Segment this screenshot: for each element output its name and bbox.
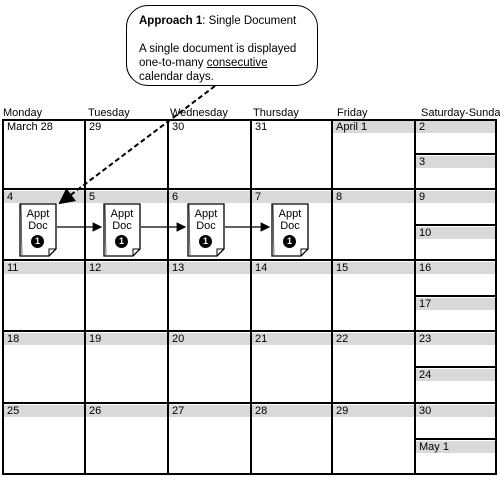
grid-column-divider (84, 119, 86, 475)
date-label: April 1 (333, 121, 414, 133)
document-label-line2: Doc (28, 220, 48, 232)
callout-line-2: one-to-many consecutive (139, 56, 307, 70)
day-header-weekend: Saturday-Sunday (421, 107, 500, 119)
date-label: 25 (4, 405, 84, 417)
date-label-saturday: 16 (416, 262, 495, 274)
grid-column-divider (331, 119, 333, 475)
callout-pointer-arrow (58, 85, 216, 205)
document-outline (271, 203, 309, 257)
document-outline (187, 203, 225, 257)
date-label: 31 (255, 121, 268, 133)
document-label-line1: Appt (26, 208, 50, 220)
date-label-sunday: 3 (416, 156, 495, 168)
approach-callout: Approach 1: Single Document A single doc… (126, 5, 318, 86)
weekend-split-divider (415, 366, 497, 368)
date-label: 28 (252, 405, 331, 417)
callout-underlined-word: consecutive (206, 57, 268, 69)
grid-column-divider (250, 119, 252, 475)
day-header-monday: Monday (3, 107, 43, 119)
date-label: 20 (169, 333, 250, 345)
callout-title-rest: : Single Document (202, 15, 297, 27)
date-label-sunday: 10 (416, 227, 495, 239)
grid-column-divider (167, 119, 169, 475)
date-label: 7 (252, 191, 331, 203)
date-label: March 28 (7, 121, 53, 133)
date-label: 29 (333, 405, 414, 417)
document-number-badge: 1 (199, 235, 212, 248)
document-label-line1: Appt (278, 208, 302, 220)
day-header-tuesday: Tuesday (88, 107, 130, 119)
callout-title-bold: Approach 1 (139, 15, 203, 27)
calendar-grid (2, 119, 497, 475)
date-label: 12 (86, 262, 167, 274)
date-label: 5 (86, 191, 167, 203)
document-outline (103, 203, 141, 257)
document-label-line2: Doc (280, 220, 300, 232)
document-label-line2: Doc (112, 220, 132, 232)
date-label: 6 (169, 191, 250, 203)
date-label-saturday: 23 (416, 333, 495, 345)
date-label-saturday: 30 (416, 405, 495, 417)
date-label-saturday: 2 (416, 121, 495, 133)
document-label-line1: Appt (110, 208, 134, 220)
document-number-badge: 1 (31, 235, 44, 248)
date-label: 14 (252, 262, 331, 274)
date-label-sunday: 17 (416, 298, 495, 310)
document-number-badge: 1 (115, 235, 128, 248)
document-label-line1: Appt (194, 208, 218, 220)
date-label: 29 (89, 121, 102, 133)
date-label: 13 (169, 262, 250, 274)
grid-column-divider (414, 119, 416, 475)
date-label: 19 (86, 333, 167, 345)
date-label: 8 (333, 191, 414, 203)
callout-body: A single document is displayed one-to-ma… (139, 42, 307, 84)
date-label: 15 (333, 262, 414, 274)
day-header-thursday: Thursday (253, 107, 299, 119)
weekend-split-divider (415, 153, 497, 155)
callout-line-3: calendar days. (139, 71, 214, 83)
day-header-friday: Friday (337, 107, 368, 119)
date-label: 26 (86, 405, 167, 417)
date-label: 22 (333, 333, 414, 345)
document-outline (19, 203, 57, 257)
document-label-line2: Doc (196, 220, 216, 232)
date-label-saturday: 9 (416, 191, 495, 203)
date-label: 21 (252, 333, 331, 345)
date-label: 18 (4, 333, 84, 345)
date-label: 11 (4, 262, 84, 274)
day-header-wednesday: Wednesday (170, 107, 228, 119)
document-number-badge: 1 (283, 235, 296, 248)
callout-line-2a: one-to-many (139, 57, 207, 69)
weekend-split-divider (415, 438, 497, 440)
weekend-split-divider (415, 295, 497, 297)
weekend-split-divider (415, 224, 497, 226)
grid-row-divider (2, 330, 497, 332)
callout-title: Approach 1: Single Document (139, 14, 307, 28)
callout-line-1: A single document is displayed (139, 43, 297, 55)
date-label-sunday: May 1 (416, 441, 495, 453)
grid-row-divider (2, 402, 497, 404)
date-label: 30 (172, 121, 185, 133)
date-label: 27 (169, 405, 250, 417)
grid-row-divider (2, 259, 497, 261)
date-label-sunday: 24 (416, 369, 495, 381)
grid-row-divider (2, 188, 497, 190)
